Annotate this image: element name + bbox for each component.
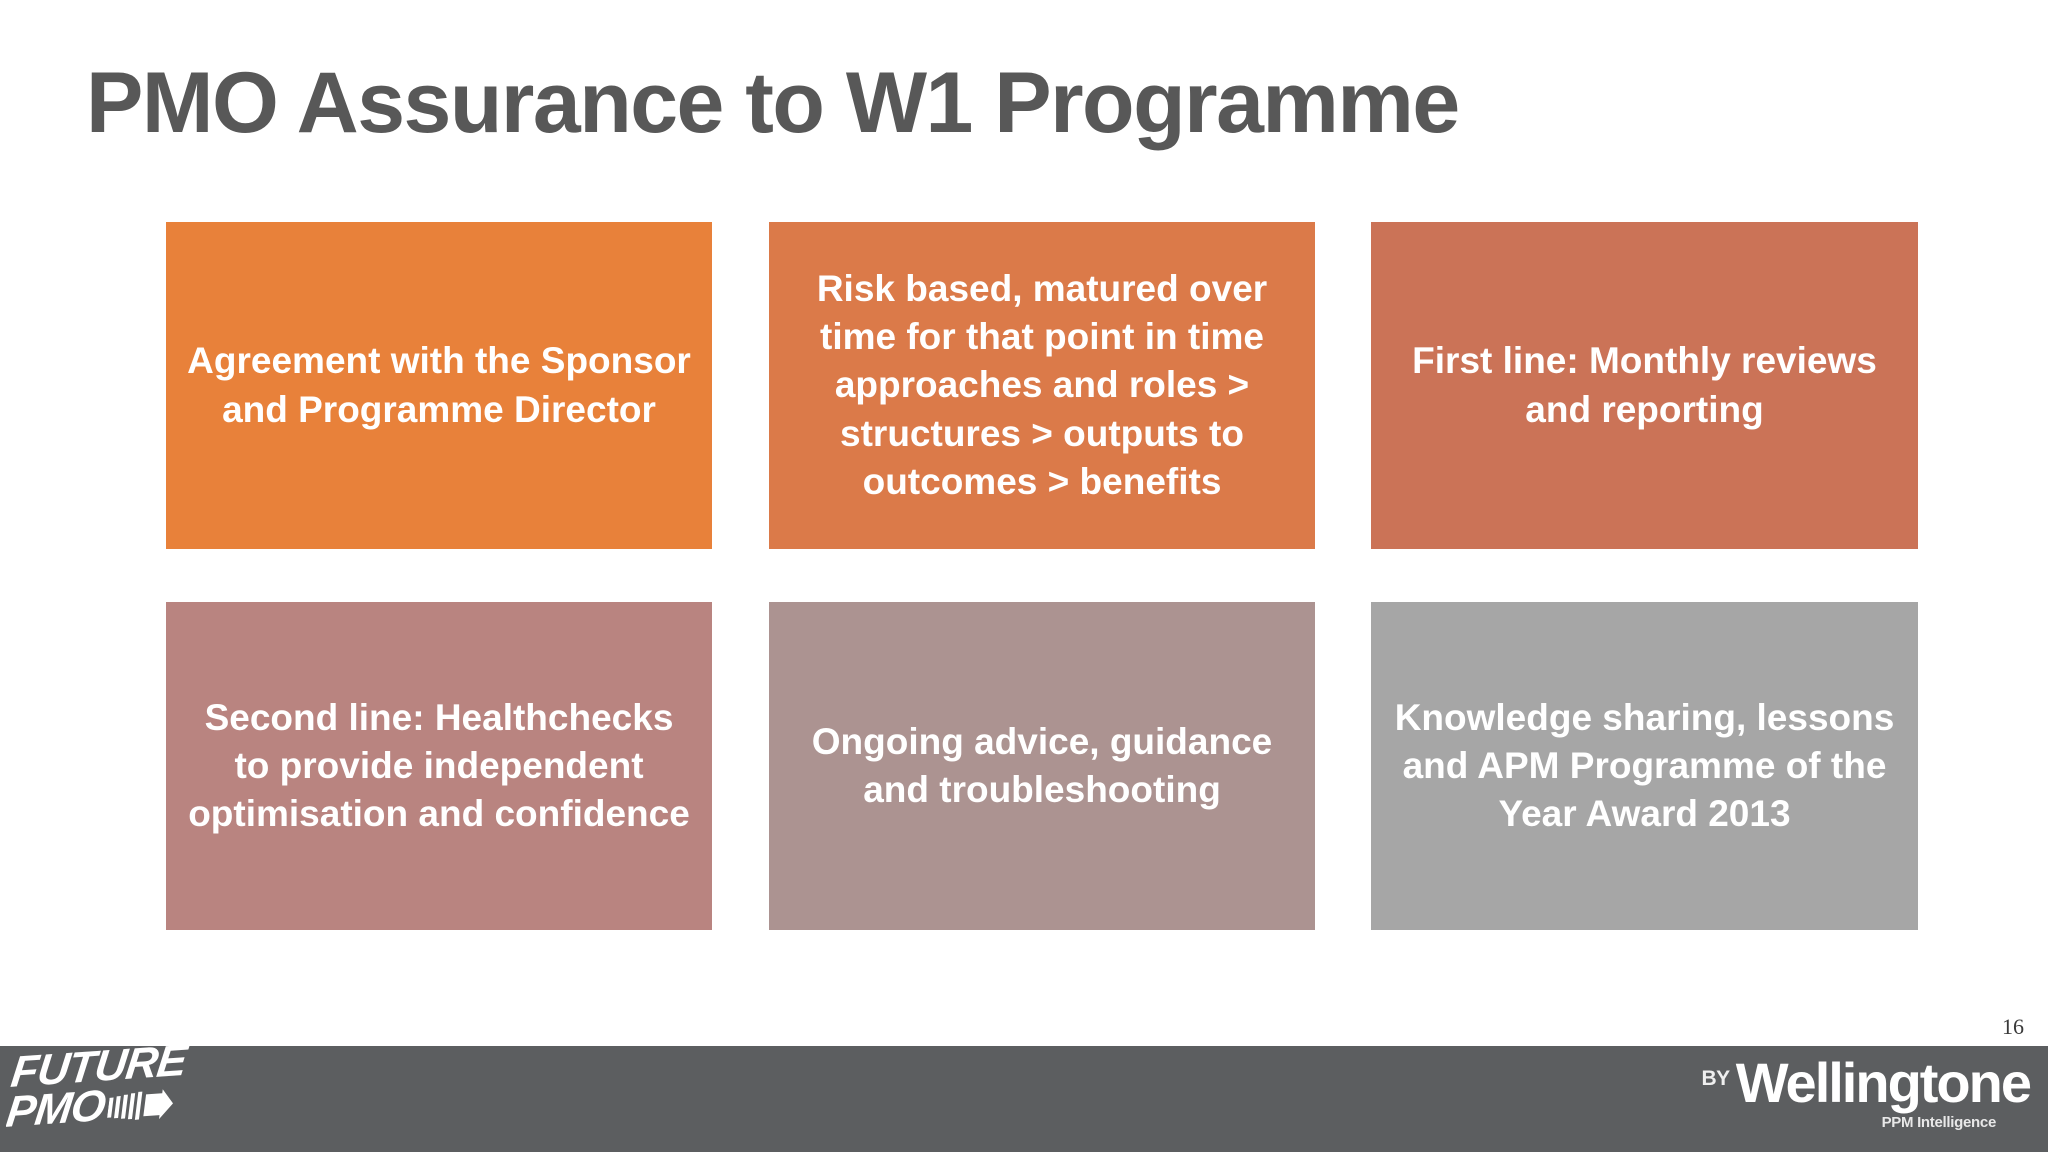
content-box-text: Knowledge sharing, lessons and APM Progr… bbox=[1394, 696, 1895, 835]
futurepmo-logo: Future PMO bbox=[6, 1044, 206, 1152]
content-box-agreement-sponsor-director[interactable]: Agreement with the Sponsor and Programme… bbox=[166, 222, 712, 549]
content-box-text: Second line: Healthchecks to provide ind… bbox=[188, 696, 690, 835]
wellingtone-logo-name: Wellingtone bbox=[1735, 1051, 2032, 1114]
content-box-text: Risk based, matured over time for that p… bbox=[816, 268, 1268, 502]
footer-bar bbox=[0, 1046, 2048, 1152]
content-box-second-line-healthchecks[interactable]: Second line: Healthchecks to provide ind… bbox=[166, 602, 712, 930]
content-box-text: First line: Monthly reviews and reportin… bbox=[1412, 340, 1877, 430]
page-title: PMO Assurance to W1 Programme bbox=[86, 55, 1460, 151]
box-grid: Agreement with the Sponsor and Programme… bbox=[166, 218, 1918, 930]
content-box-text: Agreement with the Sponsor and Programme… bbox=[187, 340, 691, 430]
content-box-ongoing-advice-guidance[interactable]: Ongoing advice, guidance and troubleshoo… bbox=[769, 602, 1315, 930]
content-box-knowledge-sharing-apm-award[interactable]: Knowledge sharing, lessons and APM Progr… bbox=[1371, 602, 1918, 930]
wellingtone-logo-by: BY bbox=[1701, 1067, 1731, 1090]
futurepmo-logo-line2: PMO bbox=[6, 1081, 108, 1138]
wellingtone-logo-subtitle: PPM Intelligence bbox=[1881, 1114, 1997, 1131]
arrow-right-icon bbox=[107, 1089, 175, 1123]
wellingtone-logo: BY Wellingtone PPM Intelligence bbox=[1702, 1051, 2032, 1142]
content-box-first-line-monthly-reviews[interactable]: First line: Monthly reviews and reportin… bbox=[1371, 222, 1918, 549]
content-box-risk-based-matured[interactable]: Risk based, matured over time for that p… bbox=[769, 222, 1315, 549]
page-number: 16 bbox=[2002, 1014, 2024, 1039]
content-box-text: Ongoing advice, guidance and troubleshoo… bbox=[811, 720, 1273, 810]
